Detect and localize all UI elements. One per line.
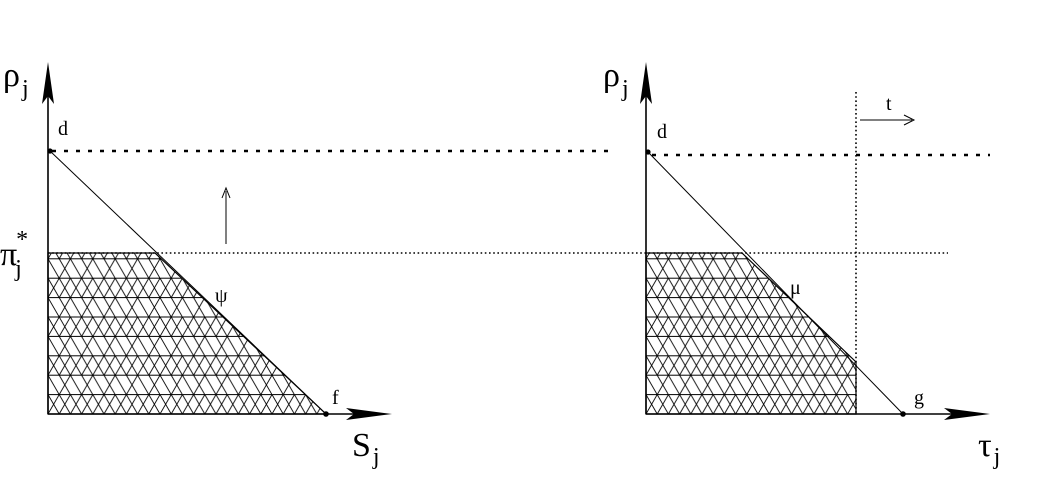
right-y-axis-arrowhead <box>640 62 652 104</box>
time-arrow-head <box>903 114 916 126</box>
left-point-d-label: d <box>58 118 68 140</box>
left-point-f-label: f <box>332 387 339 409</box>
left-panel: ρj d π*j ψ f Sj <box>0 57 948 470</box>
left-demand-line <box>49 150 327 415</box>
right-demand-line <box>647 151 904 415</box>
right-y-axis-label: ρj <box>603 57 629 102</box>
right-point-g-marker <box>900 411 906 417</box>
right-panel: ρj d t μ g τj <box>603 57 1000 470</box>
left-curve-label-psi: ψ <box>215 285 228 307</box>
pi-star-label: π*j <box>0 227 28 282</box>
right-x-axis-arrowhead <box>944 408 990 420</box>
time-label: t <box>886 93 892 115</box>
right-x-axis-label: τj <box>978 427 1000 470</box>
left-shaded-area <box>47 252 328 415</box>
right-point-d-marker <box>645 149 651 155</box>
left-point-d-marker <box>47 148 53 154</box>
left-x-axis-label: Sj <box>352 427 380 470</box>
left-x-axis-arrowhead <box>346 408 392 420</box>
left-y-axis-label: ρj <box>3 57 29 102</box>
right-curve-label-mu: μ <box>790 277 801 299</box>
right-point-g-label: g <box>914 387 924 409</box>
up-arrow-head <box>221 186 231 199</box>
left-y-axis-arrowhead <box>42 62 54 104</box>
left-point-f-marker <box>323 411 329 417</box>
right-point-d-label: d <box>657 121 667 143</box>
